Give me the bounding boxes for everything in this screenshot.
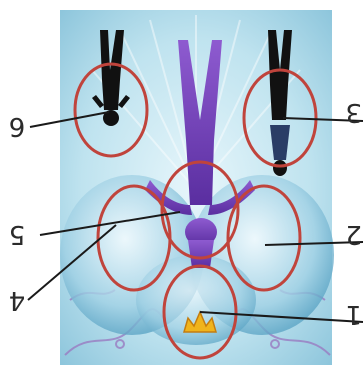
callout-label-2: 2 (345, 219, 362, 249)
callout-label-4: 4 (9, 285, 26, 315)
callout-label-6: 6 (9, 111, 26, 141)
callout-label-5: 5 (9, 219, 26, 249)
callout-label-1: 1 (345, 299, 362, 329)
callout-label-3: 3 (345, 97, 362, 127)
